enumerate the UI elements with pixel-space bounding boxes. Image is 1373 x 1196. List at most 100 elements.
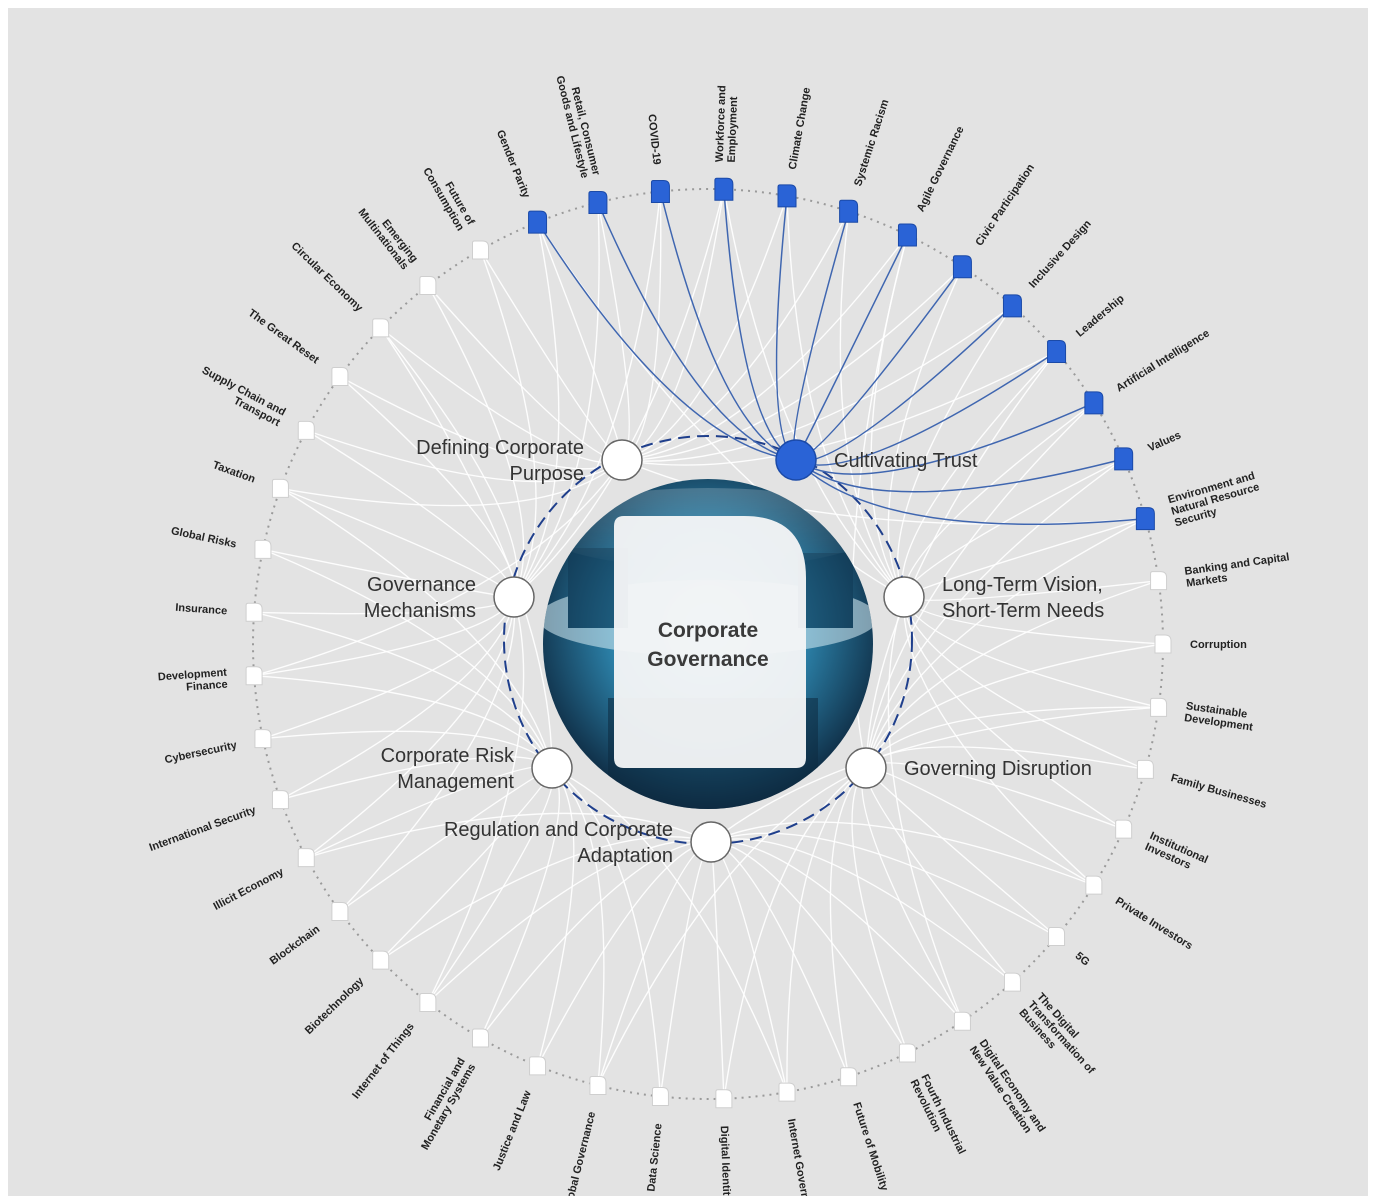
topic-node[interactable]: Financial andMonetary Systems <box>409 1028 489 1152</box>
topic-node[interactable]: Gender Parity <box>494 128 548 234</box>
topic-node[interactable]: Future ofConsumption <box>420 160 489 260</box>
topic-node[interactable]: Global Risks <box>170 525 272 559</box>
topic-node[interactable]: Leadership <box>1047 292 1127 364</box>
topic-document-icon <box>840 1067 858 1087</box>
topic-node[interactable]: Supply Chain andTransport <box>194 364 315 440</box>
topic-document-icon <box>589 1075 607 1095</box>
topic-label-line: Taxation <box>211 459 257 486</box>
highlight-link-line <box>723 189 797 461</box>
link-line <box>897 305 1014 598</box>
topic-node[interactable]: Global Governance <box>562 1075 607 1196</box>
topic-node[interactable]: Internet Governance <box>778 1082 815 1196</box>
key-issue-node[interactable]: Governing Disruption <box>845 747 1092 789</box>
topic-document-icon <box>245 602 263 622</box>
center-hub[interactable]: Corporate Governance <box>538 479 878 818</box>
topic-node[interactable]: Banking and CapitalMarkets <box>1150 551 1292 591</box>
topic-node[interactable]: International Security <box>148 790 289 854</box>
topic-node[interactable]: Private Investors <box>1085 875 1195 952</box>
topic-label: Fourth IndustrialRevolution <box>908 1072 968 1161</box>
topic-node[interactable]: The Great Reset <box>246 307 349 387</box>
topic-label: Workforce andEmployment <box>714 85 741 163</box>
link-line <box>903 596 1146 771</box>
topic-label-line: Justice and Law <box>491 1089 534 1173</box>
topic-label: Retail, ConsumerGoods and Lifestyle <box>553 72 602 181</box>
topic-document-icon <box>1150 697 1168 717</box>
topic-node[interactable]: Retail, ConsumerGoods and Lifestyle <box>553 72 608 215</box>
topic-node[interactable]: Agile Governance <box>897 125 967 247</box>
topic-node[interactable]: Cybersecurity <box>164 729 272 767</box>
highlight-link-line <box>795 402 1095 475</box>
topic-node[interactable]: DevelopmentFinance <box>158 666 263 696</box>
topic-node[interactable]: Values <box>1114 429 1183 471</box>
link-line <box>710 841 725 1099</box>
topic-node[interactable]: COVID-19 <box>645 114 670 203</box>
topic-node[interactable]: Blockchain <box>268 901 349 967</box>
topic-node[interactable]: 5G <box>1048 926 1092 969</box>
topic-node[interactable]: Systemic Racism <box>839 98 892 223</box>
key-issue-node[interactable]: Cultivating Trust <box>775 439 978 481</box>
topic-node[interactable]: Environment andNatural ResourceSecurity <box>1135 470 1264 531</box>
key-issue-circle <box>601 439 643 481</box>
key-issue-label-line: Corporate Risk <box>381 745 515 767</box>
topic-node[interactable]: Family Businesses <box>1136 759 1268 811</box>
topic-node[interactable]: EmergingMultinationals <box>356 199 437 295</box>
topic-document-icon <box>271 478 289 498</box>
link-line <box>253 459 623 677</box>
topic-node[interactable]: Future of Mobility <box>840 1067 891 1193</box>
topic-label: Future of Mobility <box>850 1101 890 1193</box>
topic-label: Blockchain <box>268 923 323 967</box>
key-issue-label: Governing Disruption <box>904 758 1092 780</box>
topic-node[interactable]: Civic Participation <box>952 162 1037 279</box>
link-line <box>903 596 1125 830</box>
topic-label-line: Biotechnology <box>303 975 367 1037</box>
topic-node[interactable]: Fourth IndustrialRevolution <box>898 1043 968 1161</box>
topic-document-icon <box>419 993 437 1013</box>
topic-document-icon <box>372 318 390 338</box>
link-line <box>339 596 516 912</box>
topic-node[interactable]: Circular Economy <box>289 240 390 338</box>
topic-node[interactable]: SustainableDevelopment <box>1150 697 1256 734</box>
topic-node[interactable]: InstitutionalInvestors <box>1115 819 1210 877</box>
topic-node[interactable]: Taxation <box>211 459 289 498</box>
topic-node[interactable]: Digital Identity <box>715 1089 733 1196</box>
topic-node[interactable]: Workforce andEmployment <box>714 85 741 201</box>
center-title-line1: Corporate <box>658 619 758 642</box>
topic-label: Illicit Economy <box>212 865 287 912</box>
topic-node[interactable]: Inclusive Design <box>1002 218 1094 318</box>
link-line <box>723 189 905 598</box>
topic-label: Global Risks <box>170 525 238 551</box>
topic-document-icon <box>1150 571 1168 591</box>
topic-label: Taxation <box>211 459 257 486</box>
topic-document-icon <box>1084 391 1104 415</box>
topic-label-line: Systemic Racism <box>852 98 891 188</box>
topic-label: Data Science <box>645 1123 664 1192</box>
topic-node[interactable]: Corruption <box>1154 634 1247 654</box>
key-issue-node[interactable]: Long-Term Vision,Short-Term Needs <box>883 574 1104 622</box>
link-line <box>621 189 725 461</box>
key-issue-label-line: Regulation and Corporate <box>444 819 673 841</box>
topic-node[interactable]: Climate Change <box>777 87 813 208</box>
key-issue-label: Long-Term Vision,Short-Term Needs <box>942 574 1104 622</box>
topic-document-icon <box>1114 447 1134 471</box>
topic-label-line: Climate Change <box>787 87 813 171</box>
topic-node[interactable]: Biotechnology <box>303 950 390 1037</box>
topic-node[interactable]: Internet of Things <box>350 993 437 1102</box>
topic-label: Environment andNatural ResourceSecurity <box>1167 470 1264 530</box>
key-issue-label-line: Long-Term Vision, <box>942 574 1103 596</box>
topic-node[interactable]: Insurance <box>175 602 263 622</box>
topic-node[interactable]: Data Science <box>645 1087 669 1193</box>
topic-node[interactable]: Justice and Law <box>491 1056 547 1173</box>
link-line <box>865 458 1125 769</box>
topic-label-line: Artificial Intelligence <box>1114 327 1212 394</box>
topic-node[interactable]: Illicit Economy <box>212 848 315 913</box>
link-line <box>427 285 525 598</box>
topic-node[interactable]: Artificial Intelligence <box>1084 327 1212 415</box>
topic-node[interactable]: The DigitalTransformation ofBusiness <box>1003 972 1105 1085</box>
link-line <box>723 767 867 1099</box>
